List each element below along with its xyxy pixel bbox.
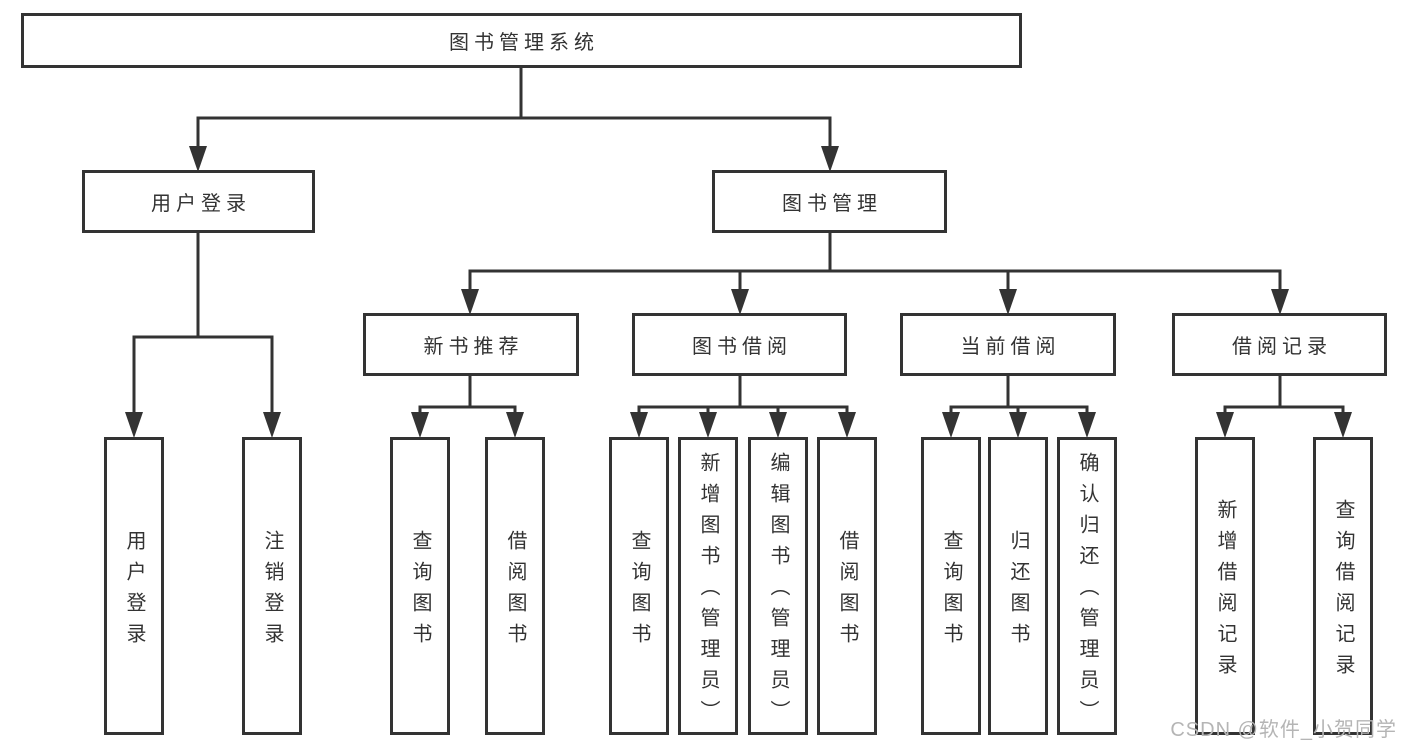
leaf-user-login-label: 用户登录 — [123, 529, 145, 654]
leaf-borrow-books: 借阅图书 — [817, 437, 877, 735]
node-book-borrowing: 图书借阅 — [632, 313, 847, 376]
leaf-edit-book-admin-label: 编辑图书（管理员） — [767, 452, 789, 731]
node-new-book-recommend: 新书推荐 — [363, 313, 579, 376]
node-book-management-system: 图书管理系统 — [21, 13, 1022, 68]
leaf-user-login: 用户登录 — [104, 437, 164, 735]
node-borrowing-records: 借阅记录 — [1172, 313, 1387, 376]
leaf-logout-label: 注销登录 — [261, 529, 283, 654]
leaf-query-books-recommend-label: 查询图书 — [409, 529, 431, 654]
leaf-borrow-books-label: 借阅图书 — [836, 529, 858, 654]
leaf-add-borrow-record: 新增借阅记录 — [1195, 437, 1255, 735]
leaf-return-books: 归还图书 — [988, 437, 1048, 735]
node-book-management: 图书管理 — [712, 170, 947, 233]
csdn-watermark: CSDN @软件_小贺同学 — [1170, 719, 1397, 741]
leaf-query-books-current-label: 查询图书 — [940, 529, 962, 654]
leaf-borrow-books-recommend-label: 借阅图书 — [504, 529, 526, 654]
leaf-add-book-admin: 新增图书（管理员） — [678, 437, 738, 735]
leaf-confirm-return-admin-label: 确认归还（管理员） — [1076, 452, 1098, 731]
leaf-add-borrow-record-label: 新增借阅记录 — [1214, 498, 1236, 685]
node-current-borrowing: 当前借阅 — [900, 313, 1116, 376]
leaf-query-borrow-record-label: 查询借阅记录 — [1332, 498, 1354, 685]
leaf-logout: 注销登录 — [242, 437, 302, 735]
leaf-confirm-return-admin: 确认归还（管理员） — [1057, 437, 1117, 735]
node-user-login: 用户登录 — [82, 170, 315, 233]
leaf-query-borrow-record: 查询借阅记录 — [1313, 437, 1373, 735]
arrowheads — [125, 146, 1352, 438]
leaf-query-books-current: 查询图书 — [921, 437, 981, 735]
leaf-query-books-borrow: 查询图书 — [609, 437, 669, 735]
leaf-return-books-label: 归还图书 — [1007, 529, 1029, 654]
leaf-add-book-admin-label: 新增图书（管理员） — [697, 452, 719, 731]
leaf-query-books-borrow-label: 查询图书 — [628, 529, 650, 654]
leaf-borrow-books-recommend: 借阅图书 — [485, 437, 545, 735]
leaf-edit-book-admin: 编辑图书（管理员） — [748, 437, 808, 735]
leaf-query-books-recommend: 查询图书 — [390, 437, 450, 735]
